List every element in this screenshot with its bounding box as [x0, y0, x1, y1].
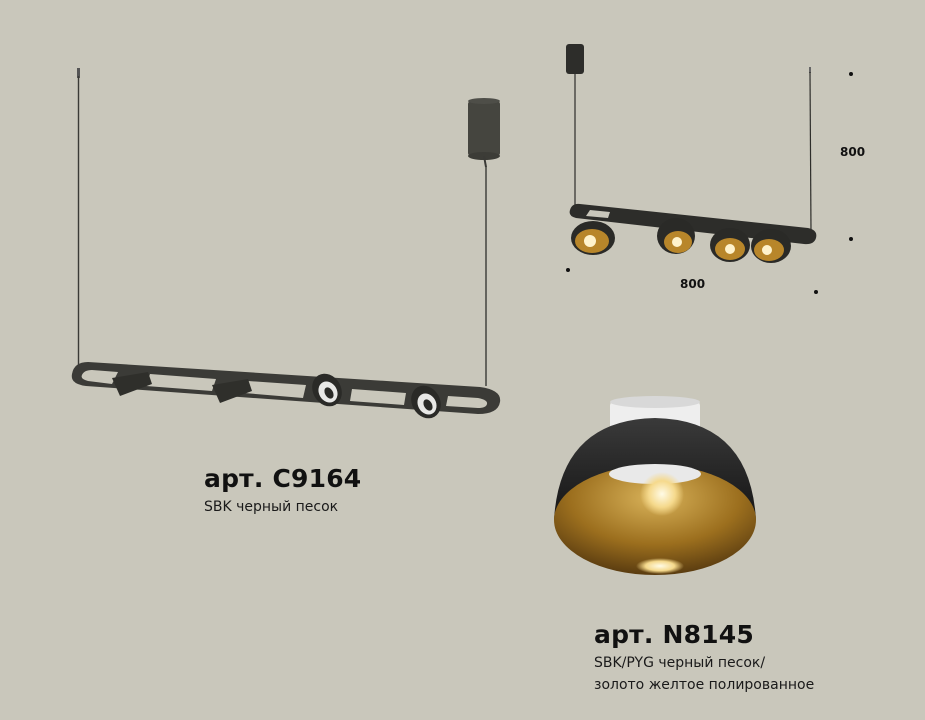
assembly-image	[550, 40, 890, 310]
n8145-article-description-line1: SBK/PYG черный песок/	[594, 655, 766, 671]
n8145-article-description-line2: золото желтое полированное	[594, 677, 815, 693]
dimension-width-label: 800	[680, 277, 706, 291]
n8145-shade-drawing	[554, 396, 756, 575]
c9164-fixture-image	[0, 0, 540, 440]
c9164-fixture-drawing	[71, 68, 501, 419]
c9164-article-description: SBK черный песок	[204, 499, 339, 515]
spot-1	[571, 221, 615, 255]
dimension-marker	[814, 290, 818, 294]
dimension-marker	[849, 72, 853, 76]
n8145-article-title: арт. N8145	[594, 620, 754, 649]
c9164-article-title: арт. C9164	[204, 464, 362, 493]
spot-3	[710, 228, 750, 262]
assembly-drawing	[566, 44, 817, 263]
spot-4	[751, 229, 791, 263]
dimension-marker	[849, 237, 853, 241]
spot-2	[657, 218, 695, 254]
n8145-shade-image	[540, 390, 770, 590]
dimension-marker	[566, 268, 570, 272]
dimension-height-label: 800	[840, 145, 866, 159]
